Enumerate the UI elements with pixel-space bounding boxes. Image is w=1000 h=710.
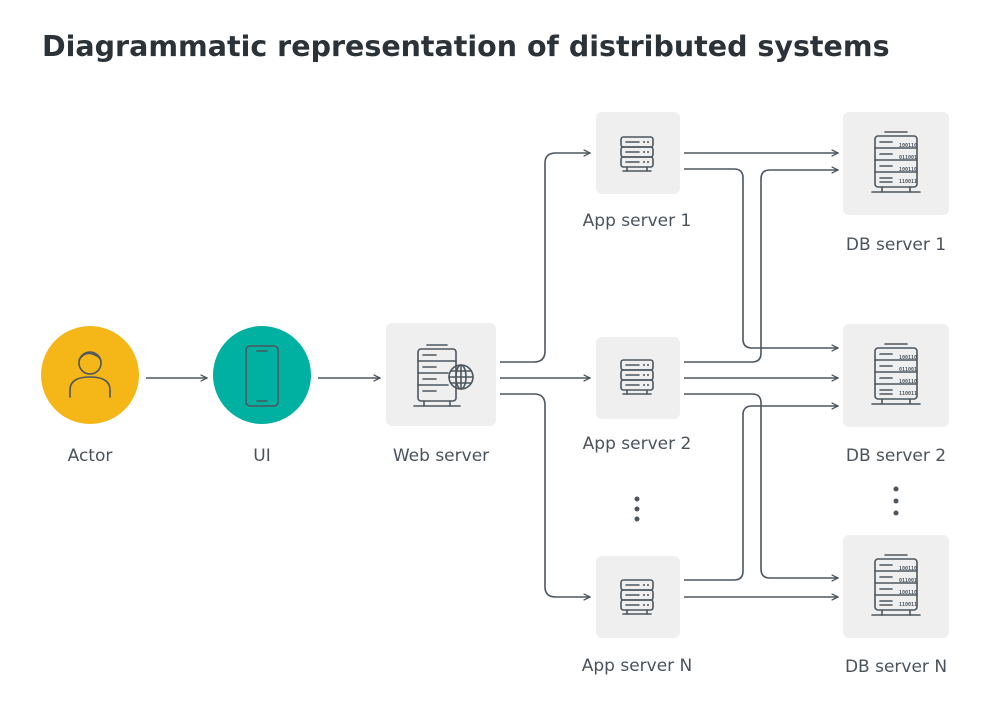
db-servers-ellipsis <box>893 486 899 516</box>
db-bits: 100110 <box>899 566 917 572</box>
database-server-icon: 100110 011001 100110 110011 <box>871 131 921 193</box>
edge-app2-dbn <box>684 393 838 578</box>
edge-web-appn <box>500 393 590 597</box>
app-server-2-label: App server 2 <box>583 434 692 454</box>
app-server-box <box>596 112 680 194</box>
edge-appn-db2 <box>684 406 838 581</box>
edge-web-app1 <box>500 153 590 363</box>
app-server-1-node: App server 1 <box>583 112 692 231</box>
db-server-2-label: DB server 2 <box>846 446 946 466</box>
ui-label: UI <box>253 446 270 466</box>
ui-node: UI <box>213 326 311 466</box>
app-server-box <box>596 556 680 638</box>
db-bits: 100110 <box>899 355 917 361</box>
db-bits: 110011 <box>899 391 917 397</box>
page-title: Diagrammatic representation of distribut… <box>42 30 890 63</box>
db-server-1-label: DB server 1 <box>846 235 946 255</box>
globe-icon <box>448 364 474 390</box>
app-server-2-node: App server 2 <box>583 337 692 454</box>
web-server-node: Web server <box>386 323 496 466</box>
app-server-1-label: App server 1 <box>583 211 692 231</box>
db-bits: 110011 <box>899 602 917 608</box>
db-bits: 110011 <box>899 179 917 185</box>
actor-node: Actor <box>41 326 139 466</box>
web-server-box <box>386 323 496 426</box>
db-server-box <box>843 535 949 638</box>
app-server-box <box>596 337 680 419</box>
ui-circle <box>213 326 311 424</box>
db-bits: 100110 <box>899 143 917 149</box>
db-server-box <box>843 324 949 427</box>
db-bits: 100110 <box>899 379 917 385</box>
smartphone-icon <box>245 345 279 407</box>
database-server-icon: 100110 011001 100110 110011 <box>871 554 921 616</box>
db-bits: 100110 <box>899 167 917 173</box>
db-server-n-label: DB server N <box>845 657 947 677</box>
db-bits: 011001 <box>899 155 917 161</box>
web-server-label: Web server <box>393 446 489 466</box>
database-server-icon: 100110 011001 100110 110011 <box>871 343 921 405</box>
app-server-n-node: App server N <box>582 556 693 676</box>
db-bits: 011001 <box>899 578 917 584</box>
person-icon <box>69 351 111 398</box>
db-server-box <box>843 112 949 215</box>
actor-circle <box>41 326 139 424</box>
edge-app1-db2 <box>684 168 838 348</box>
app-servers-ellipsis <box>634 496 640 522</box>
edge-app2-db1 <box>684 170 838 363</box>
actor-label: Actor <box>68 446 113 466</box>
db-server-n-node: 100110 011001 100110 110011 DB server N <box>843 535 949 677</box>
web-server-icon <box>413 344 474 407</box>
db-bits: 011001 <box>899 367 917 373</box>
db-server-1-node: 100110 011001 100110 110011 DB server 1 <box>843 112 949 255</box>
db-server-2-node: 100110 011001 100110 110011 DB server 2 <box>843 324 949 466</box>
app-server-n-label: App server N <box>582 656 693 676</box>
db-bits: 100110 <box>899 590 917 596</box>
